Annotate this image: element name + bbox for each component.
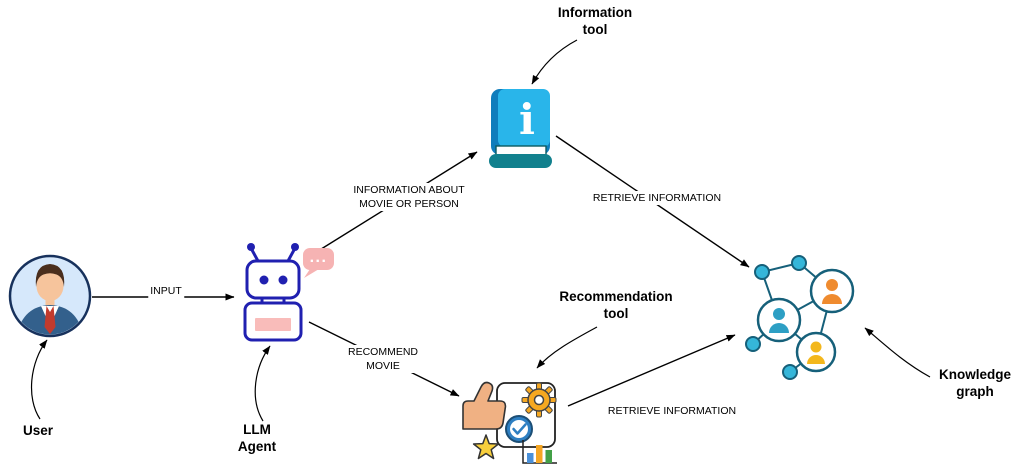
user-avatar-icon xyxy=(8,254,92,338)
edge-label-input: INPUT xyxy=(148,284,184,299)
pointer-information-tool-label-arrow xyxy=(531,39,578,85)
recommendation-tool-label: Recommendation tool xyxy=(559,289,673,321)
pointer-llm-agent-label-arrow xyxy=(254,345,271,422)
edge-label-retrieve-information-bottom: RETRIEVE INFORMATION xyxy=(605,404,739,419)
robot-icon xyxy=(243,243,303,342)
pointer-recommendation-tool-label-arrow xyxy=(536,326,598,369)
graph-person-node-yellow xyxy=(795,331,837,373)
edge-label-recommend-movie: RECOMMEND MOVIE xyxy=(346,345,420,374)
robot-head xyxy=(245,259,301,300)
book-info-letter: i xyxy=(519,95,535,144)
speech-bubble-text: ... xyxy=(310,249,328,266)
graph-node xyxy=(791,255,807,271)
bar-chart-icon xyxy=(522,440,557,464)
check-icon xyxy=(505,415,533,443)
graph-node xyxy=(745,336,761,352)
gear-icon xyxy=(521,382,557,418)
arrow-recommendation-tool-to-knowledge-graph xyxy=(567,334,736,407)
avatar-tie xyxy=(44,306,56,334)
robot-antenna-right xyxy=(291,243,299,251)
speech-bubble-icon: ... xyxy=(303,248,334,278)
robot-eye-left xyxy=(259,275,269,285)
robot-eye-right xyxy=(278,275,288,285)
thumbs-up-icon xyxy=(462,381,507,430)
avatar-face xyxy=(36,271,64,301)
book-front-cover xyxy=(498,89,550,147)
knowledge-graph-icon xyxy=(745,255,855,380)
graph-node xyxy=(754,264,770,280)
star-icon xyxy=(472,434,500,460)
user-label: User xyxy=(22,423,54,438)
robot-panel xyxy=(255,318,291,331)
graph-person-node-teal xyxy=(756,297,802,343)
edge-label-information-request: INFORMATION ABOUT MOVIE OR PERSON xyxy=(351,183,467,212)
pointer-user-label-arrow xyxy=(30,339,48,420)
graph-person-node-orange xyxy=(809,268,855,314)
book-info-icon: i xyxy=(489,89,552,168)
avatar-hair xyxy=(35,264,65,287)
robot-antenna-left xyxy=(247,243,255,251)
knowledge-graph-label: Knowledge graph xyxy=(938,367,1012,399)
recommendation-tool-icon xyxy=(462,381,557,464)
book-base xyxy=(489,154,552,168)
graph-node xyxy=(782,364,798,380)
pointer-knowledge-graph-label-arrow xyxy=(864,327,931,378)
edge-label-retrieve-information-top: RETRIEVE INFORMATION xyxy=(590,191,724,206)
llm-agent-label: LLM Agent xyxy=(237,422,277,454)
information-tool-label: Information tool xyxy=(557,5,633,37)
